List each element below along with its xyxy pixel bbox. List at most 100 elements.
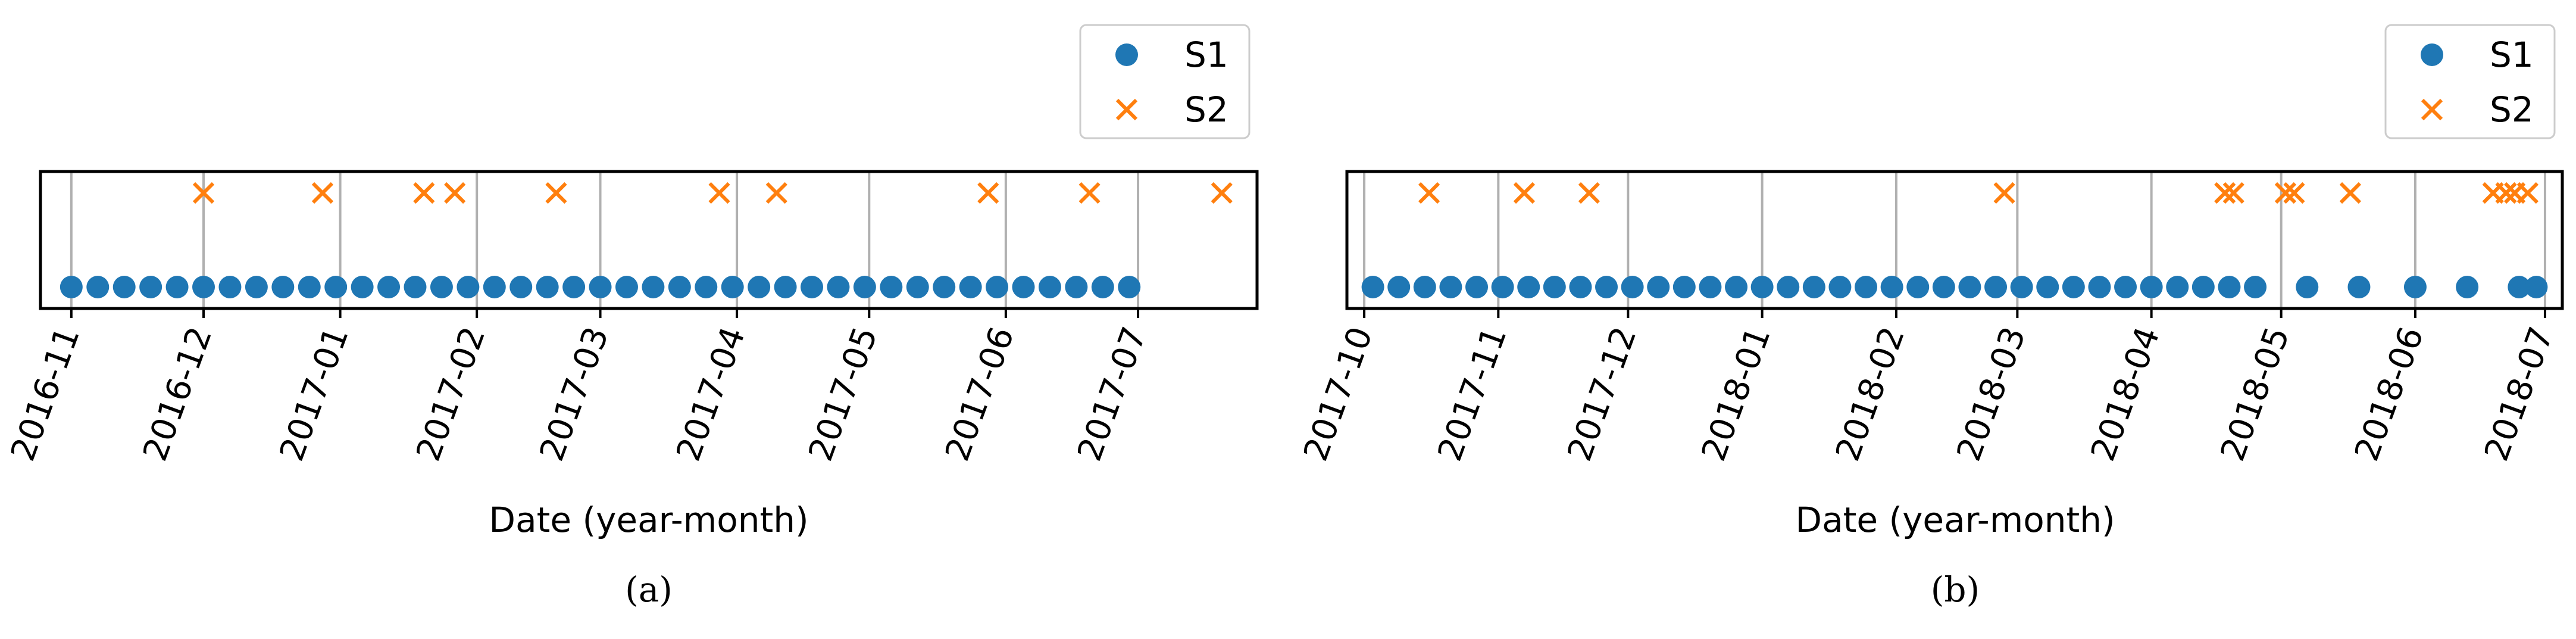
legend-marker-s1 <box>1115 43 1138 66</box>
x-tick-label: 2018-04 <box>2084 322 2168 466</box>
point-s1 <box>2166 276 2189 298</box>
cross-s2 <box>545 182 567 204</box>
cross-s2 <box>708 182 730 204</box>
cross-s2 <box>765 182 787 204</box>
x-tick-label: 2017-02 <box>409 322 493 466</box>
cross-s2 <box>1418 182 1440 204</box>
point-s1 <box>1932 276 1955 298</box>
cross-s2 <box>1993 182 2015 204</box>
point-s1 <box>60 276 83 298</box>
cross-s2 <box>977 182 999 204</box>
point-s1 <box>2296 276 2319 298</box>
point-s1 <box>2403 276 2427 298</box>
x-tick-label: 2017-06 <box>938 322 1022 466</box>
series-s1-a <box>60 276 1141 298</box>
point-s1 <box>192 276 215 298</box>
point-s1 <box>1465 276 1489 298</box>
cross-s2 <box>192 182 215 204</box>
cross-s2 <box>2495 182 2517 204</box>
point-s1 <box>1361 276 1384 298</box>
cross-s2 <box>2516 182 2539 204</box>
cross-s2 <box>2339 182 2362 204</box>
point-s1 <box>1621 276 1644 298</box>
point-s1 <box>1699 276 1722 298</box>
plot-frame <box>39 170 1259 310</box>
cross-s2 <box>1078 182 1101 204</box>
x-tick-label: 2018-01 <box>1695 322 1778 466</box>
cross-s2 <box>2283 182 2305 204</box>
cross-s2 <box>2222 182 2244 204</box>
point-s1 <box>986 276 1009 298</box>
point-s1 <box>2525 276 2548 298</box>
point-s1 <box>2347 276 2371 298</box>
cross-s2 <box>444 182 466 204</box>
point-s1 <box>1569 276 1592 298</box>
point-s1 <box>562 276 586 298</box>
plot-frame <box>1345 170 2564 310</box>
point-s1 <box>959 276 982 298</box>
point-s1 <box>2456 276 2479 298</box>
point-s1 <box>906 276 929 298</box>
cross-s2 <box>2214 182 2236 204</box>
cross-s2 <box>413 182 435 204</box>
legend-label-s2: S2 <box>2490 89 2534 130</box>
point-s1 <box>880 276 903 298</box>
point-s1 <box>1091 276 1114 298</box>
point-s1 <box>509 276 533 298</box>
panel-label: (a) <box>625 569 673 610</box>
point-s1 <box>1065 276 1088 298</box>
legend-label-s2: S2 <box>1184 89 1228 130</box>
x-tick-label: 2016-11 <box>4 322 87 466</box>
point-s1 <box>774 276 797 298</box>
point-s1 <box>615 276 638 298</box>
point-s1 <box>2114 276 2137 298</box>
x-tick-label: 2018-05 <box>2214 322 2297 466</box>
point-s1 <box>1750 276 1774 298</box>
point-s1 <box>2192 276 2215 298</box>
point-s1 <box>377 276 401 298</box>
legend-marker-s2 <box>1115 98 1138 121</box>
point-s1 <box>642 276 665 298</box>
point-s1 <box>2140 276 2163 298</box>
point-s1 <box>1647 276 1670 298</box>
series-s2-b <box>1418 182 2539 204</box>
cross-s2 <box>311 182 334 204</box>
point-s1 <box>536 276 559 298</box>
x-tick-label: 2017-05 <box>801 322 885 466</box>
x-tick-label: 2017-11 <box>1430 322 1514 466</box>
point-s1 <box>271 276 295 298</box>
point-s1 <box>2010 276 2033 298</box>
point-s1 <box>1672 276 1696 298</box>
point-s1 <box>1828 276 1852 298</box>
point-s1 <box>1880 276 1903 298</box>
series-s1-b <box>1361 276 2548 298</box>
point-s1 <box>218 276 242 298</box>
point-s1 <box>351 276 374 298</box>
x-tick-label: 2018-03 <box>1949 322 2033 466</box>
point-s1 <box>2036 276 2059 298</box>
cross-s2 <box>1578 182 1600 204</box>
x-tick-label: 2017-10 <box>1296 322 1380 466</box>
point-s1 <box>668 276 691 298</box>
x-tick-label: 2017-07 <box>1070 322 1154 466</box>
legend-label-s1: S1 <box>1184 35 1228 75</box>
point-s1 <box>827 276 850 298</box>
point-s1 <box>1413 276 1436 298</box>
point-s1 <box>2508 276 2531 298</box>
point-s1 <box>853 276 876 298</box>
legend-label-s1: S1 <box>2490 35 2534 75</box>
series-s2-a <box>192 182 1233 204</box>
point-s1 <box>404 276 427 298</box>
point-s1 <box>139 276 162 298</box>
point-s1 <box>1958 276 1981 298</box>
point-s1 <box>245 276 268 298</box>
legend-marker-s2 <box>2421 98 2443 121</box>
point-s1 <box>1387 276 1411 298</box>
point-s1 <box>1491 276 1514 298</box>
x-tick-label: 2016-12 <box>136 322 220 466</box>
point-s1 <box>165 276 189 298</box>
